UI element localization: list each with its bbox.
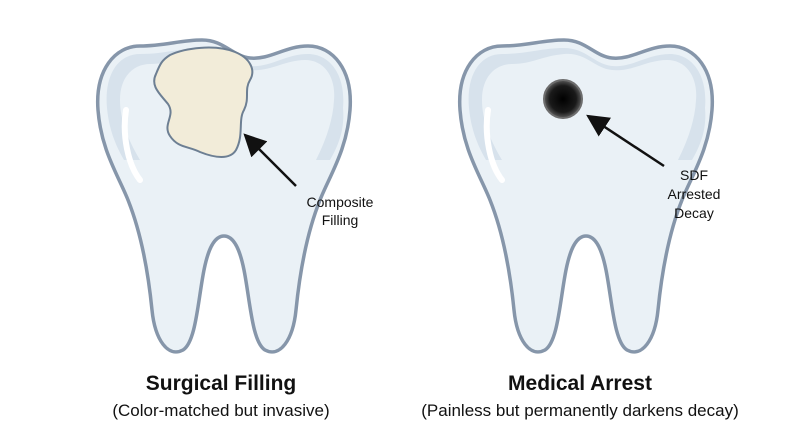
sdf-decay-spot	[543, 79, 583, 119]
tooth-left-outline	[96, 38, 352, 354]
tooth-right	[458, 38, 714, 354]
callout-arrow-left	[243, 133, 297, 187]
panel-left-title: Surgical Filling	[146, 372, 297, 395]
callout-left-line-1: Composite	[307, 194, 374, 210]
tooth-left-enamel	[106, 48, 344, 160]
tooth-right-enamel	[468, 48, 706, 160]
tooth-right-highlight	[483, 107, 505, 183]
callout-right-line-1: SDF	[680, 167, 708, 183]
callout-right-line-2: Arrested	[668, 186, 721, 202]
callout-arrow-right	[586, 114, 665, 168]
panel-left-subtitle: (Color-matched but invasive)	[112, 401, 329, 420]
tooth-left-highlight	[121, 107, 143, 183]
panel-right-subtitle: (Painless but permanently darkens decay)	[421, 401, 739, 420]
panel-right-title: Medical Arrest	[508, 372, 652, 395]
callout-left-line-2: Filling	[322, 212, 359, 228]
tooth-left	[96, 38, 352, 354]
tooth-right-outline	[458, 38, 714, 354]
composite-filling-shape	[153, 46, 254, 158]
callout-right-line-3: Decay	[674, 205, 714, 221]
